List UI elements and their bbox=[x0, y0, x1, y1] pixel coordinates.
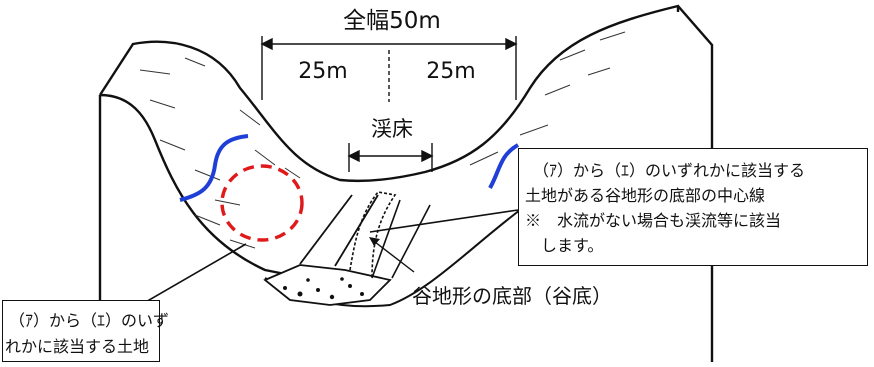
callout-box-right: （ｱ）から（ｴ）のいずれかに該当する 土地がある谷地形の底部の中心線 ※ 水流が… bbox=[518, 148, 868, 266]
callout-right-line-2: 土地がある谷地形の底部の中心線 bbox=[525, 186, 766, 205]
hillside-texture bbox=[139, 31, 626, 249]
water-line-left bbox=[179, 134, 249, 202]
callout-left-line-2: れかに該当する土地 bbox=[5, 337, 150, 356]
half-width-right-label: 25m bbox=[426, 59, 475, 84]
callout-right-line-4: します。 bbox=[541, 236, 604, 255]
water-line-right bbox=[488, 143, 520, 189]
callout-right-line-1: （ｱ）から（ｴ）のいずれかに該当する bbox=[533, 161, 806, 180]
leader-right-callout bbox=[369, 209, 519, 233]
arrow-valley-bottom bbox=[369, 237, 380, 246]
channel-strip-center bbox=[349, 191, 397, 279]
gravel-marks bbox=[283, 277, 364, 300]
dimension-full-width bbox=[260, 36, 518, 102]
leader-valley-bottom bbox=[374, 241, 415, 273]
channel-strip-left bbox=[299, 194, 379, 267]
total-width-label: 全幅50m bbox=[343, 8, 441, 34]
callout-right-line-3: ※ 水流がない場合も渓流等に該当 bbox=[525, 211, 782, 230]
highlight-ellipse bbox=[220, 164, 304, 242]
dimension-bed-width bbox=[347, 143, 434, 172]
terrain-outline bbox=[98, 4, 714, 362]
channel-strip-right bbox=[371, 199, 431, 279]
callout-left-line-1: （ｱ）から（ｴ）のいず bbox=[9, 311, 170, 330]
valley-bottom-label: 谷地形の底部（谷底） bbox=[412, 284, 612, 308]
bed-width-label: 渓床 bbox=[371, 117, 413, 141]
valley-bed-block bbox=[263, 264, 392, 306]
half-width-left-label: 25m bbox=[298, 59, 347, 84]
callout-box-left: （ｱ）から（ｴ）のいず れかに該当する土地 bbox=[2, 300, 169, 362]
